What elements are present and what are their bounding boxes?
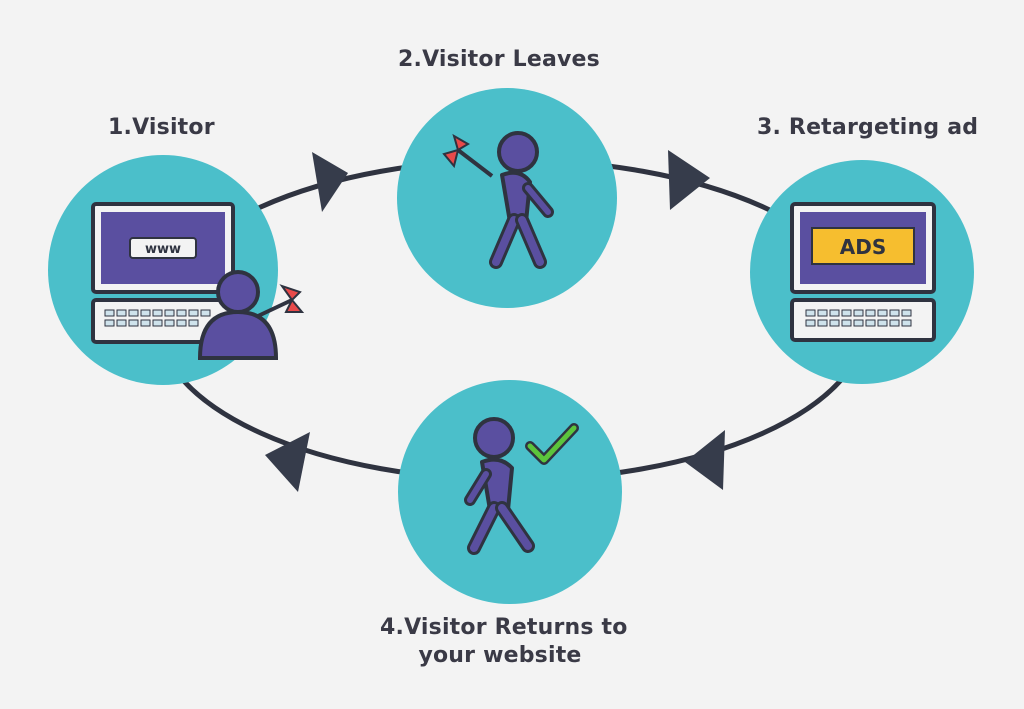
- walking-person-icon: [464, 417, 535, 555]
- ad-banner-text: ADS: [840, 235, 886, 259]
- step-4-label: 4.Visitor Returns to your website: [380, 614, 628, 670]
- arrow-icon: [257, 284, 305, 318]
- laptop-icon: ADS: [790, 202, 936, 342]
- step-4-label-line2: your website: [418, 643, 582, 668]
- flow-arrow-bottom-left: [265, 432, 310, 492]
- laptop-icon: www: [91, 202, 235, 344]
- checkmark-icon: [525, 423, 579, 465]
- step-2-node: [397, 88, 617, 308]
- step-3-label: 3. Retargeting ad: [757, 115, 979, 140]
- flow-arrow-bottom-right: [685, 430, 725, 490]
- person-icon: [197, 270, 279, 360]
- walking-person-icon: [489, 131, 554, 269]
- step-1-node: www: [48, 155, 305, 385]
- url-text: www: [145, 242, 181, 257]
- flow-arrow-top-right: [668, 150, 710, 210]
- step-4-label-line1: 4.Visitor Returns to: [380, 615, 628, 640]
- flow-arrow-top-left: [312, 152, 348, 212]
- step-1-label: 1.Visitor: [108, 115, 215, 140]
- arrow-icon: [442, 133, 494, 178]
- step-3-node: ADS: [750, 160, 974, 384]
- step-2-label: 2.Visitor Leaves: [398, 47, 600, 72]
- step-4-node: [398, 380, 622, 604]
